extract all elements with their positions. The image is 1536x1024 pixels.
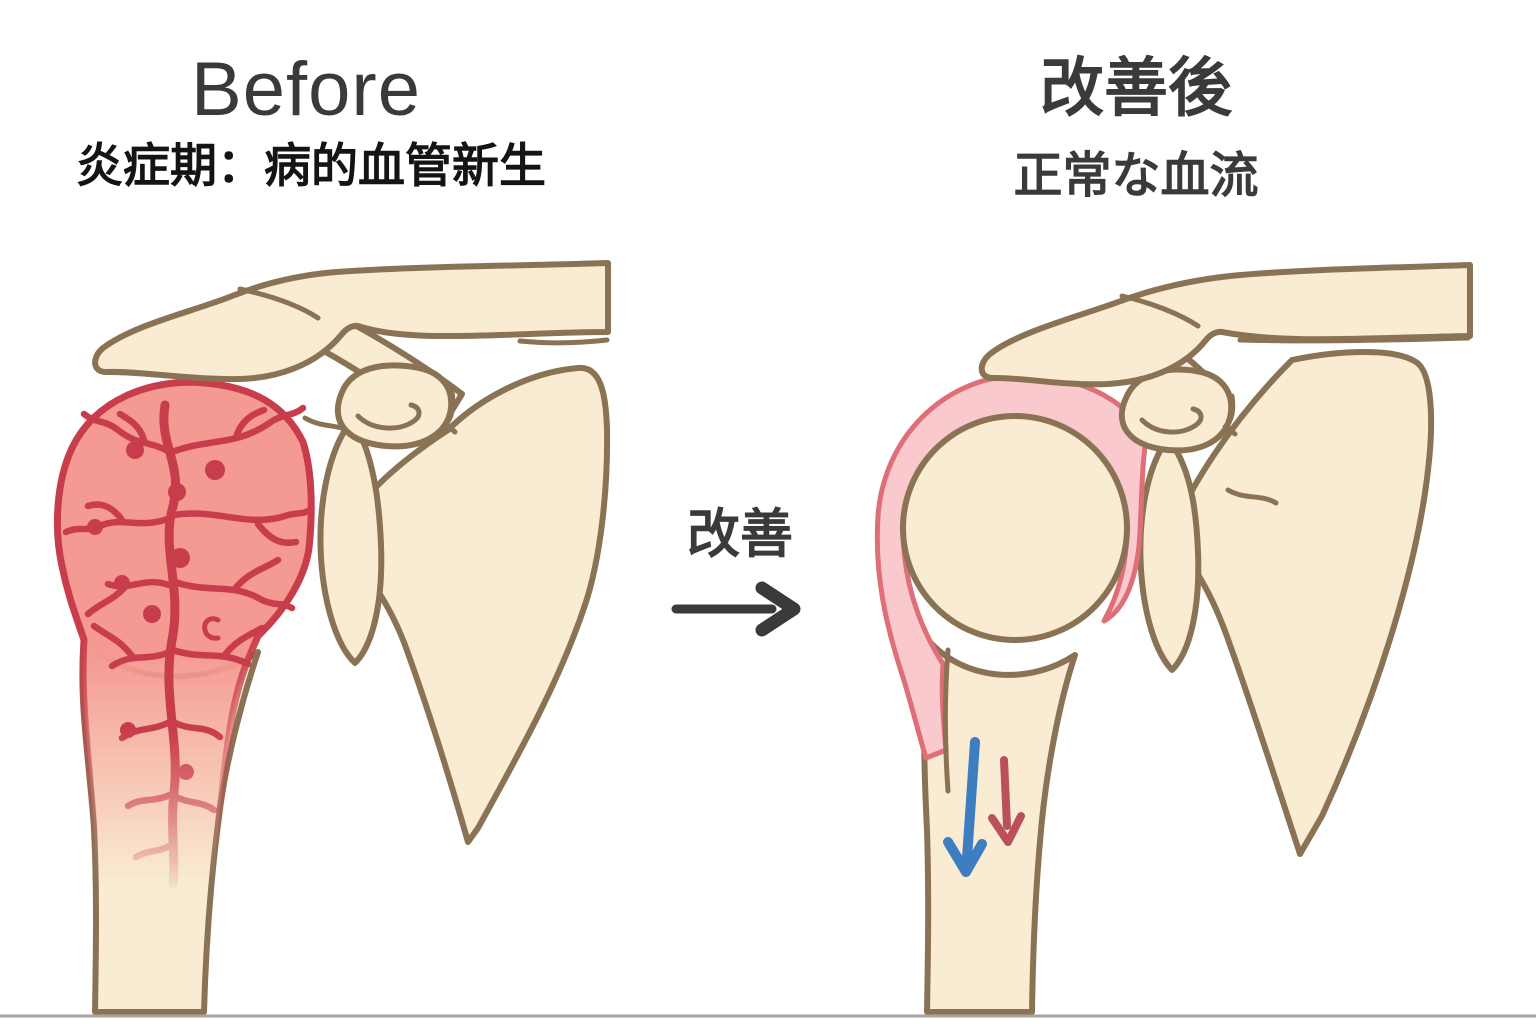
scapula-spine-edge-line (1237, 335, 1471, 344)
clavicle-acromion (92, 260, 611, 383)
acromion-clavicle-joint-line (1119, 293, 1201, 329)
glenoid-notch-line (1222, 393, 1238, 437)
scapula-spine-edge-line (517, 337, 610, 346)
after-subtitle: 正常な血流 (1013, 149, 1259, 203)
coracoid-process (334, 362, 455, 450)
glenoid (1137, 435, 1202, 673)
before-illustration (53, 260, 611, 1015)
arrow-down-icon-blue (943, 737, 987, 877)
before-title: Before (191, 47, 421, 132)
transition-label: 改善 (687, 505, 793, 564)
glenoid (317, 417, 385, 666)
glenoid-notch-line (442, 389, 458, 435)
pathological-blood-vessels (62, 400, 314, 889)
before-subtitle: 炎症期：病的血管新生 (76, 139, 546, 192)
arrow-right-icon (671, 581, 801, 637)
coracoid-hook-line (1139, 406, 1204, 435)
after-illustration (874, 262, 1473, 1015)
capsule-fold-line (1225, 487, 1279, 506)
coracoid-hook-line (355, 402, 422, 431)
humeral-head (900, 413, 1130, 643)
inflamed-tissue (53, 378, 315, 890)
surgical-neck-line (942, 647, 951, 794)
arrow-down-icon-red (988, 756, 1025, 846)
acromion-clavicle-joint-line (237, 286, 321, 321)
after-title: 改善後 (1040, 52, 1232, 124)
clavicle-acromion (978, 262, 1473, 388)
